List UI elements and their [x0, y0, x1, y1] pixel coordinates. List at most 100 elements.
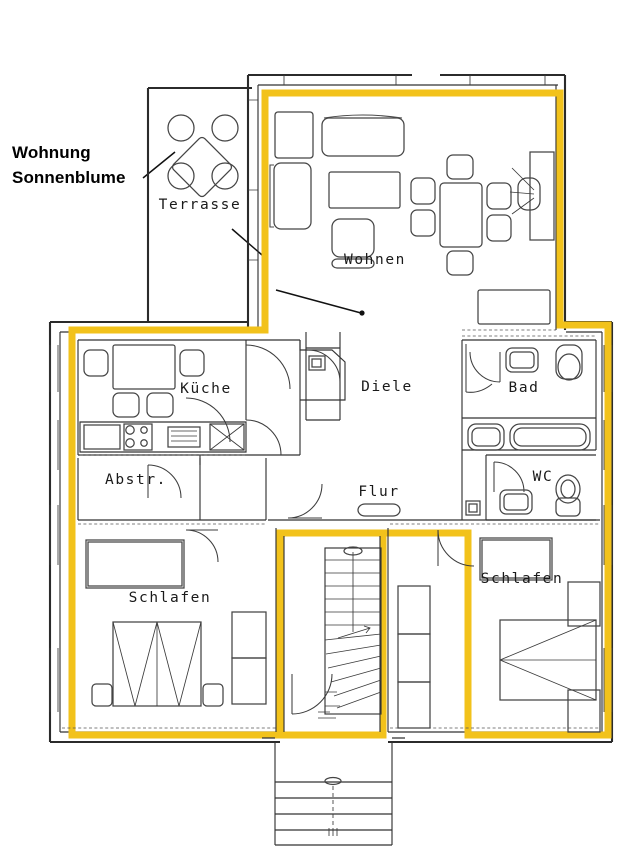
- terrace-chair-4: [211, 162, 239, 190]
- plant-leaves: [509, 167, 535, 215]
- furniture-wc: [499, 474, 581, 517]
- diele-niche-inner: [311, 358, 322, 368]
- right-shelf-top: [567, 581, 601, 627]
- bad-bidet-inner: [471, 427, 501, 447]
- window-terrace-door: [248, 99, 258, 261]
- room-label-wohnen: Wohnen: [344, 252, 406, 268]
- entrance-door-swing-mark: [324, 776, 342, 786]
- right-wardrobe-inner: [481, 539, 551, 579]
- door-wc: [493, 461, 525, 493]
- sofa: [321, 117, 405, 157]
- kitchen-table: [112, 344, 176, 390]
- kitchen-chair-3: [112, 392, 140, 418]
- sofa-back: [323, 114, 403, 119]
- window-top: [283, 75, 546, 85]
- window-right-1: [603, 345, 613, 392]
- entrance-mat: [328, 828, 338, 836]
- tv-stand: [331, 258, 375, 269]
- apartment-title-line-1: Wohnung: [12, 143, 91, 162]
- furniture-wohnen: [269, 111, 556, 331]
- room-label-schlafen-right: Schlafen: [481, 571, 564, 587]
- stove-top: [123, 423, 153, 451]
- entry-nook: [299, 340, 346, 401]
- room-label-diele: Diele: [361, 379, 413, 395]
- kitchen-cabinet: [209, 423, 245, 451]
- wc-washbasin-inner: [503, 493, 529, 511]
- dining-table: [439, 182, 483, 248]
- room-label-kueche: Küche: [180, 381, 232, 397]
- door-hall: [245, 419, 282, 456]
- window-left-3: [49, 505, 59, 565]
- left-wardrobe-inner: [87, 541, 183, 587]
- room-label-wc: WC: [533, 469, 554, 485]
- staircase: [318, 546, 382, 719]
- furniture-terrasse: [167, 114, 239, 198]
- furniture-bad: [465, 344, 591, 451]
- right-cab-3: [397, 681, 431, 729]
- stair-landing-lines: [318, 711, 336, 719]
- window-markers: [49, 75, 613, 712]
- wc-washbasin: [499, 489, 533, 515]
- kitchen-chair-4: [146, 392, 174, 418]
- right-shelf-bottom: [567, 689, 601, 733]
- window-right-4: [603, 648, 613, 712]
- dishwasher-lines: [171, 430, 197, 442]
- window-left-1: [49, 345, 59, 392]
- dining-chair-3: [410, 177, 436, 205]
- room-label-schlafen-left: Schlafen: [129, 590, 212, 606]
- bad-toilet-bowl: [557, 353, 581, 381]
- left-shelf-2: [231, 657, 267, 705]
- apartment-title: Wohnung Sonnenblume: [12, 143, 126, 187]
- furniture-kueche: [79, 344, 247, 456]
- armchair-2-arm: [269, 164, 274, 228]
- apartment-title-line-2: Sonnenblume: [12, 168, 126, 187]
- room-labels: Terrasse Wohnen Küche Diele Bad Abstr. W…: [105, 197, 564, 606]
- armchair-1: [274, 111, 314, 159]
- flur-shoe-rack: [357, 503, 401, 517]
- bathtub: [509, 423, 591, 451]
- dishwasher: [167, 426, 201, 448]
- door-kueche: [245, 344, 291, 390]
- sink-basin: [83, 424, 121, 450]
- wohnen-cabinet: [477, 289, 551, 325]
- room-label-flur: Flur: [358, 484, 399, 500]
- coffee-table: [328, 171, 401, 209]
- left-wardrobe: [85, 539, 185, 589]
- stair-up-arrow-mark: [343, 546, 363, 556]
- room-label-bad: Bad: [509, 380, 540, 396]
- room-label-terrasse: Terrasse: [159, 197, 242, 213]
- tv-chair: [331, 218, 375, 258]
- highlight-outline-stairwell: [276, 529, 387, 739]
- dining-chair-6: [486, 214, 512, 242]
- door-diele: [307, 349, 341, 383]
- left-nightstand-1: [91, 683, 113, 707]
- right-bed-duvet: [499, 619, 597, 701]
- bad-shower-screen: [465, 344, 493, 393]
- door-stair: [291, 673, 333, 715]
- left-bed-duvet-a: [112, 621, 158, 707]
- diele-niche: [308, 355, 326, 371]
- window-right-3: [603, 505, 613, 565]
- left-bed-duvet-b: [156, 621, 202, 707]
- dining-chair-2: [446, 250, 474, 276]
- bad-toilet: [555, 344, 583, 380]
- furniture-schlafen-right: [397, 537, 601, 733]
- right-wardrobe: [479, 537, 553, 581]
- cabinet-x-mark: [209, 423, 245, 451]
- burner-1: [125, 425, 135, 435]
- burner-4: [140, 439, 148, 447]
- sideboard: [529, 151, 555, 241]
- door-bad: [469, 351, 501, 383]
- dining-chair-1: [446, 154, 474, 180]
- wc-niche-inner: [468, 503, 478, 513]
- kitchen-chair-2: [179, 349, 205, 377]
- room-label-abstr: Abstr.: [105, 472, 167, 488]
- wc-toilet-seat: [560, 479, 576, 499]
- wc-toilet-bowl: [555, 474, 581, 504]
- bathtub-inner: [513, 427, 587, 447]
- door-abstr: [147, 464, 182, 499]
- stair-treads-winder: [324, 633, 382, 709]
- leader-line-3: [275, 289, 362, 314]
